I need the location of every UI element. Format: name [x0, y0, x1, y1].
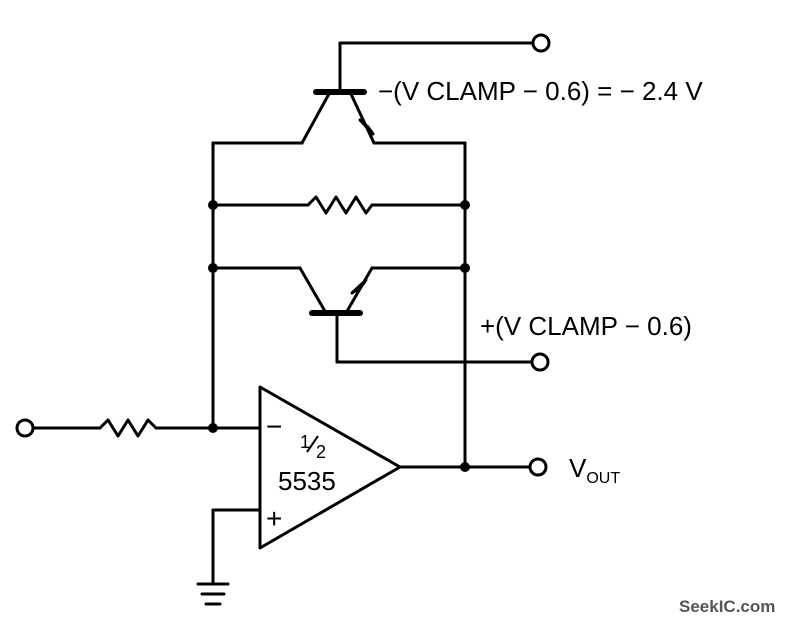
top-transistor-right-leg: [348, 90, 376, 145]
top-clamp-terminal[interactable]: [531, 33, 551, 53]
half-fraction-bar: [306, 435, 319, 453]
op-amp-triangle: [258, 385, 402, 550]
junction-dot: [208, 423, 218, 433]
top-transistor-emitter-arrow: [358, 118, 375, 136]
junction-dot: [460, 200, 470, 210]
half-denominator: 2: [316, 442, 326, 462]
mid-transistor-right-leg: [344, 266, 374, 315]
feedback-resistor: [306, 195, 374, 215]
top-transistor-left-leg: [300, 90, 332, 145]
junction-dot: [460, 462, 470, 472]
mid-clamp-label: +(V CLAMP − 0.6): [480, 311, 692, 341]
input-resistor: [98, 418, 158, 438]
noninverting-input-sign: +: [266, 503, 282, 534]
half-numerator: 1: [300, 432, 310, 452]
inverting-input-sign: −: [266, 411, 282, 442]
vout-label: VOUT: [569, 453, 620, 487]
mid-transistor-left-leg: [298, 266, 328, 315]
vout-terminal[interactable]: [528, 457, 548, 477]
mid-transistor-emitter-arrow: [350, 278, 368, 295]
part-number-label: 5535: [278, 466, 336, 496]
input-terminal[interactable]: [15, 418, 35, 438]
junction-dot: [208, 200, 218, 210]
junction-dot: [208, 263, 218, 273]
mid-clamp-terminal[interactable]: [530, 352, 550, 372]
junction-dot: [460, 263, 470, 273]
watermark: SeekIC.com: [679, 597, 775, 616]
top-clamp-label: −(V CLAMP − 0.6) = − 2.4 V: [378, 76, 703, 106]
